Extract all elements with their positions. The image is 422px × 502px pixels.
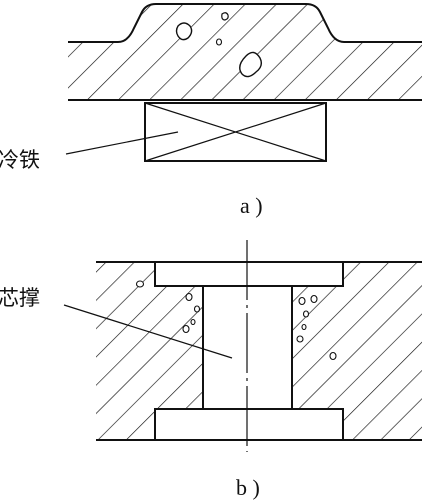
figure-b: 芯撑 b ) xyxy=(0,240,422,500)
casting-section-a xyxy=(68,4,422,100)
label-chill: 冷铁 xyxy=(0,148,40,172)
chill-cross-2 xyxy=(144,102,327,162)
label-chaplet: 芯撑 xyxy=(0,286,40,310)
gas-pores xyxy=(135,280,337,361)
chaplet-top-plate xyxy=(154,261,344,287)
shrinkage-pores xyxy=(175,12,263,78)
figure-a: 冷铁 a ) xyxy=(0,3,422,218)
leader-line-chaplet xyxy=(63,304,233,359)
chaplet-bottom-plate xyxy=(154,408,344,441)
casting-outline-a xyxy=(68,3,422,43)
caption-a: a ) xyxy=(240,193,263,218)
caption-b: b ) xyxy=(236,475,260,500)
chill-block xyxy=(144,102,327,162)
casting-section-b xyxy=(96,262,422,440)
leader-line-chill xyxy=(65,131,179,155)
